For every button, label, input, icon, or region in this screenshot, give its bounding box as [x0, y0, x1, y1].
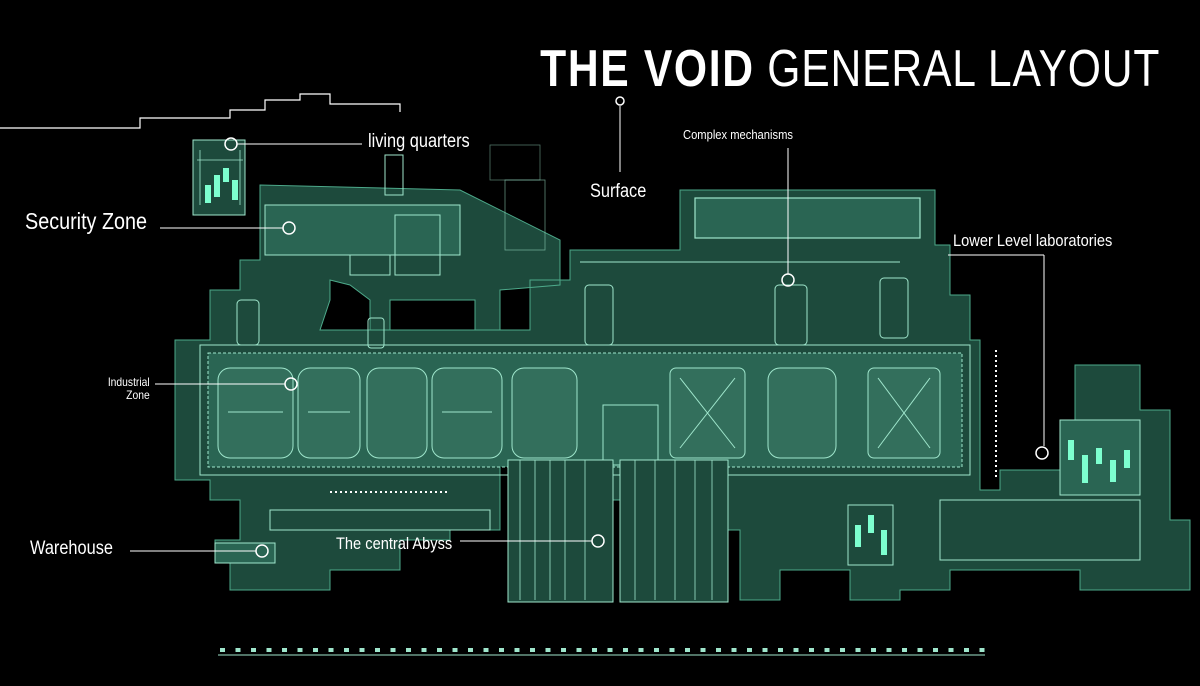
scale-tick	[607, 648, 613, 652]
label-lower-level-laboratories: Lower Level laboratories	[953, 231, 1113, 250]
surface-terrain-line	[0, 93, 401, 129]
scale-tick	[483, 648, 489, 652]
scale-tick	[778, 648, 783, 652]
scale-tick	[282, 648, 287, 652]
scale-tick	[638, 648, 644, 652]
warehouse-module	[214, 542, 276, 564]
scale-tick	[545, 648, 551, 652]
scale-tick	[530, 648, 535, 652]
industrial-chamber-crosses	[679, 377, 931, 449]
scale-tick	[468, 648, 473, 652]
scale-tick	[576, 648, 582, 652]
security-zone-room-1	[394, 214, 441, 276]
lower-gallery	[269, 509, 491, 531]
security-zone-room-2	[349, 254, 391, 276]
security-zone-module	[264, 204, 461, 256]
central-abyss-shaft-left	[507, 459, 614, 603]
central-core	[602, 404, 659, 466]
label-living-quarters: living quarters	[368, 131, 470, 152]
label-complex-mechanisms: Complex mechanisms	[683, 127, 793, 142]
scale-tick	[654, 648, 659, 652]
scale-tick	[313, 648, 318, 652]
industrial-chambers	[217, 367, 941, 459]
label-industrial-zone-line1: Industrial	[108, 375, 150, 389]
scale-tick	[669, 648, 675, 652]
lower-lab-module-2	[847, 504, 894, 566]
scale-tick	[948, 648, 954, 652]
scale-tick	[514, 648, 520, 652]
scale-tick	[824, 648, 830, 652]
scale-tick	[561, 648, 566, 652]
scale-tick	[855, 648, 861, 652]
scale-tick	[421, 648, 427, 652]
surface-structure-2	[489, 144, 541, 181]
central-abyss-shaft-right	[619, 459, 729, 603]
scale-tick	[390, 648, 396, 652]
scale-tick	[344, 648, 349, 652]
label-warehouse: Warehouse	[30, 538, 113, 559]
surface-tower-left	[384, 154, 404, 196]
living-quarters-lines	[197, 150, 243, 205]
scale-tick	[452, 648, 458, 652]
scale-tick	[592, 648, 597, 652]
label-central-abyss: The central Abyss	[336, 534, 453, 553]
scale-tick	[623, 648, 628, 652]
scale-tick	[809, 648, 814, 652]
scale-tick	[886, 648, 892, 652]
scale-tick	[499, 648, 504, 652]
scale-tick	[964, 648, 969, 652]
scale-tick	[328, 648, 334, 652]
scale-tick	[297, 648, 303, 652]
label-industrial-zone: Industrial Zone	[108, 375, 150, 403]
scale-tick	[979, 648, 985, 652]
upper-storage-module	[694, 197, 921, 239]
scale-tick	[700, 648, 706, 652]
scale-tick	[762, 648, 768, 652]
scale-tick	[731, 648, 737, 652]
scale-tick	[902, 648, 907, 652]
leader-lines	[130, 106, 1045, 552]
title-bold: THE VOID	[539, 40, 755, 98]
scale-tick	[437, 648, 442, 652]
label-surface: Surface	[590, 181, 647, 202]
scale-ruler-ticks	[220, 648, 985, 652]
scale-tick	[235, 648, 241, 652]
scale-tick	[375, 648, 380, 652]
label-security-zone: Security Zone	[25, 208, 148, 234]
lower-lab-module	[939, 499, 1141, 561]
scale-tick	[917, 648, 923, 652]
title-light: GENERAL LAYOUT	[767, 40, 1160, 98]
central-abyss-cables	[519, 460, 713, 600]
scale-tick	[871, 648, 876, 652]
scale-tick	[933, 648, 938, 652]
label-industrial-zone-line2: Zone	[126, 388, 150, 403]
leader-markers	[224, 96, 1049, 558]
scale-tick	[266, 648, 272, 652]
scale-tick	[793, 648, 799, 652]
scale-tick	[747, 648, 752, 652]
mechanism-cylinder-3	[879, 277, 909, 339]
scale-tick	[406, 648, 411, 652]
scale-tick	[359, 648, 365, 652]
scale-tick	[716, 648, 721, 652]
scale-tick	[251, 648, 256, 652]
scale-tick	[840, 648, 845, 652]
scale-tick	[220, 648, 225, 652]
living-quarters-bars	[205, 168, 238, 203]
mechanism-cylinder-5	[367, 317, 385, 349]
page-title: THE VOID GENERAL LAYOUT	[540, 38, 1160, 100]
lower-lab-bars	[855, 440, 1130, 555]
scale-tick	[685, 648, 690, 652]
